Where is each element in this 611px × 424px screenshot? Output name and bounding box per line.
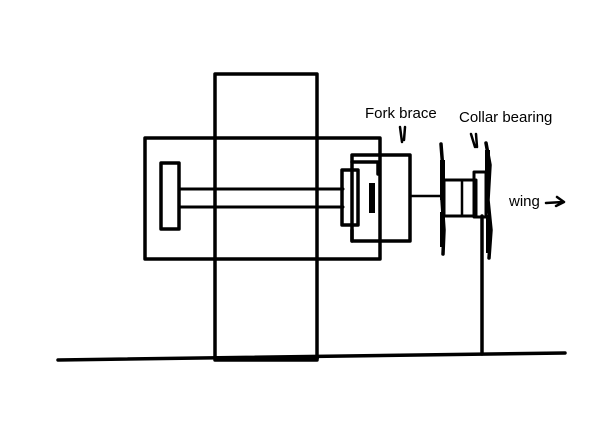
label-collar-bearing: Collar bearing [459, 109, 552, 126]
fork-brace-arrow [398, 125, 407, 144]
fork-inner-block [369, 183, 375, 213]
wing-arrow-icon [544, 195, 566, 208]
label-wing: wing [508, 193, 540, 210]
right-disc-hatch-lower [486, 215, 491, 253]
label-fork-brace: Fork brace [365, 105, 437, 122]
shaft-end-block [340, 168, 360, 227]
collar-bearing-housing [442, 178, 478, 218]
housing-box [143, 136, 382, 261]
vertical-pillar [213, 72, 319, 362]
left-end-plate [159, 161, 181, 231]
collar-bearing-arrow [469, 132, 479, 149]
right-disc-hatch [485, 150, 490, 195]
fork-inner-bracket [350, 160, 380, 243]
left-disc-hatch-lower [440, 212, 445, 247]
